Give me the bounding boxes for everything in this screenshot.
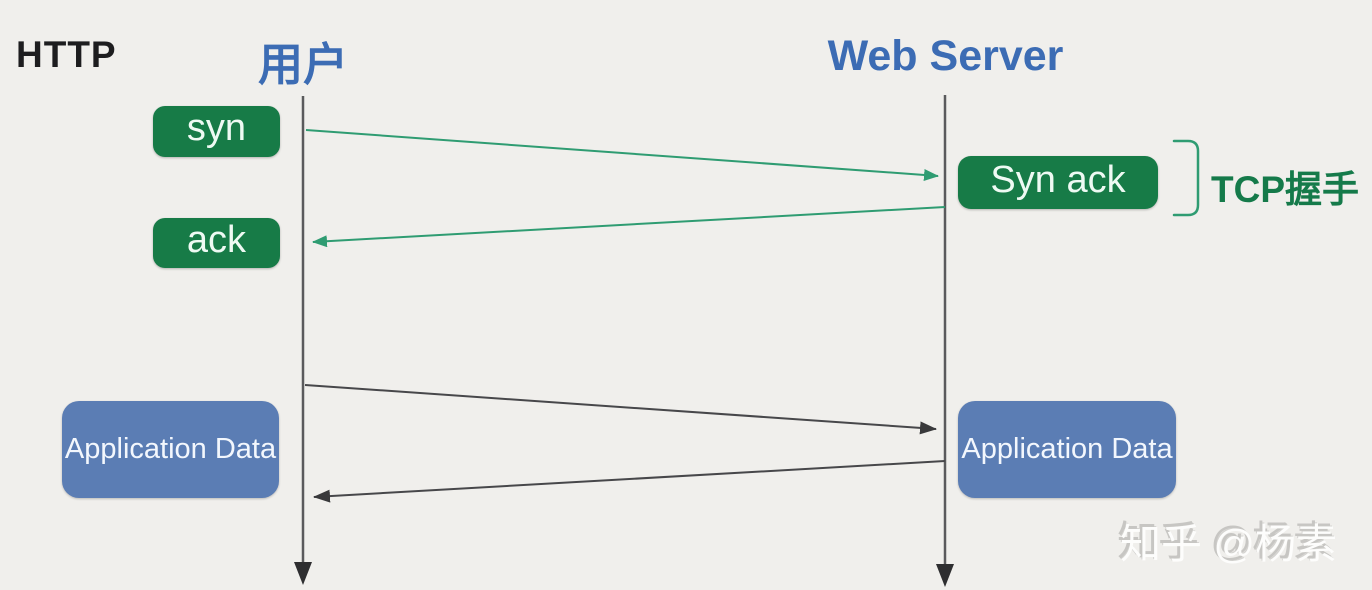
- app-data-server-box: Application Data: [958, 401, 1176, 498]
- diagram-title: HTTP: [16, 34, 117, 75]
- server-lifeline-arrowhead-icon: [936, 564, 954, 587]
- tcp-handshake-bracket-icon: [1172, 139, 1200, 217]
- tcp-handshake-label: TCP握手: [1211, 169, 1359, 210]
- syn-arrow: [305, 129, 939, 181]
- actor-server-label: Web Server: [827, 32, 1064, 80]
- client-lifeline-arrowhead-icon: [294, 562, 312, 585]
- app-data-request-arrow: [304, 384, 937, 435]
- syn-ack-arrow: [312, 206, 946, 248]
- app-data-client-box: Application Data: [62, 401, 279, 498]
- app-data-response-arrow: [313, 460, 946, 503]
- actor-client-label: 用户: [257, 39, 348, 90]
- syn-ack-box: Syn ack: [958, 156, 1158, 209]
- ack-box: ack: [153, 218, 280, 268]
- syn-box: syn: [153, 106, 280, 157]
- watermark: 知乎 @杨素: [1120, 521, 1338, 567]
